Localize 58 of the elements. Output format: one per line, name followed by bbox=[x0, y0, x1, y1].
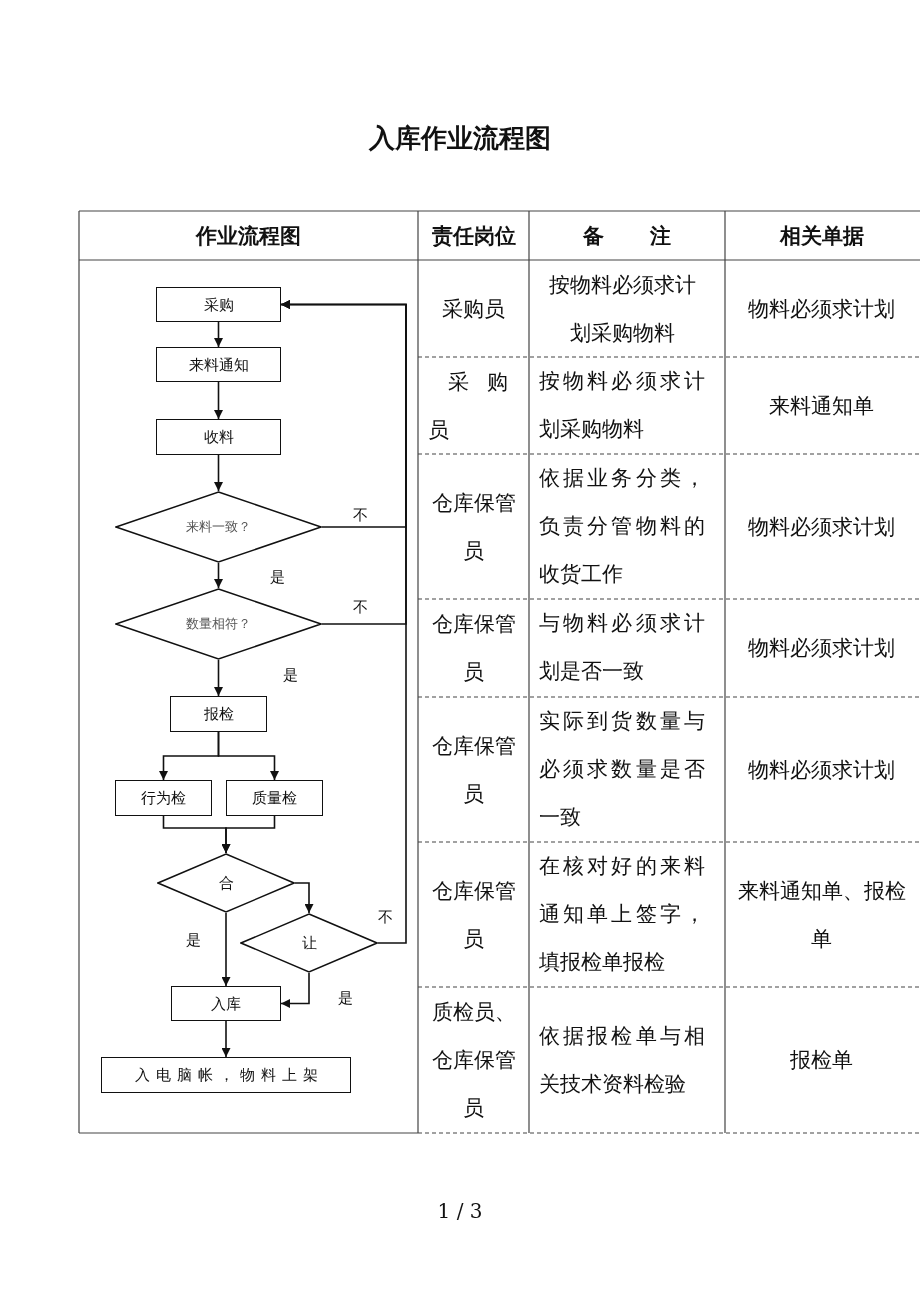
column-header: 作业流程图 bbox=[196, 221, 301, 250]
edge-label: 不 bbox=[377, 909, 393, 925]
edge-label: 是 bbox=[269, 569, 285, 585]
table-text: 物料必须求计划 bbox=[748, 513, 895, 541]
table-text: 按物料必须求计划采购物料 bbox=[547, 271, 697, 347]
process-box: 报检 bbox=[170, 696, 267, 732]
process-box: 入电脑帐，物料上架 bbox=[101, 1057, 351, 1093]
arrow bbox=[294, 882, 314, 914]
table-text: 报检单 bbox=[790, 1047, 853, 1074]
column-header: 相关单据 bbox=[779, 221, 864, 250]
table-text: 在核对好的来料通知单上签字，填报检单报检 bbox=[539, 853, 705, 976]
table-text: 依据业务分类，负责分管物料的收货工作 bbox=[539, 465, 705, 588]
arrow bbox=[221, 815, 276, 854]
table-text: 仓库保管员 bbox=[430, 489, 517, 565]
table-text: 来料通知单、报检单 bbox=[736, 877, 907, 953]
process-box: 来料通知 bbox=[156, 347, 281, 382]
arrow bbox=[280, 972, 310, 1008]
edge-label: 是 bbox=[337, 990, 353, 1006]
table-text: 实际到货数量与必须求数量是否一致 bbox=[539, 708, 705, 831]
arrow bbox=[214, 454, 223, 492]
arrow bbox=[217, 731, 279, 781]
table-text: 仓库保管员 bbox=[430, 611, 517, 686]
column-header: 备注 bbox=[582, 221, 717, 250]
edge-label: 不 bbox=[352, 507, 368, 523]
process-box: 采购 bbox=[156, 287, 281, 322]
table-text: 物料必须求计划 bbox=[748, 295, 895, 323]
decision-diamond: 合 bbox=[157, 853, 295, 913]
table-text: 按物料必须求计划采购物料 bbox=[539, 368, 705, 443]
arrow bbox=[214, 381, 223, 420]
page-number: 1 / 3 bbox=[437, 1199, 483, 1223]
arrow bbox=[214, 321, 223, 348]
decision-diamond: 数量相符？ bbox=[115, 588, 322, 660]
column-header: 责任岗位 bbox=[431, 221, 516, 250]
edge-label: 是 bbox=[185, 932, 201, 948]
process-box: 收料 bbox=[156, 419, 281, 455]
arrow bbox=[214, 562, 223, 589]
table-text: 物料必须求计划 bbox=[748, 756, 895, 784]
arrow bbox=[280, 300, 407, 944]
arrow bbox=[221, 1020, 231, 1058]
process-box: 行为检 bbox=[115, 780, 212, 816]
decision-diamond: 来料一致？ bbox=[115, 491, 322, 563]
edge-label: 不 bbox=[352, 599, 368, 615]
page-title: 入库作业流程图 bbox=[369, 123, 551, 153]
process-box: 质量检 bbox=[226, 780, 323, 816]
table-text: 采购员 bbox=[442, 295, 505, 323]
table-text: 与物料必须求计划是否一致 bbox=[539, 610, 705, 685]
edge-label: 是 bbox=[282, 667, 298, 683]
decision-diamond: 让 bbox=[240, 913, 378, 973]
table-text: 物料必须求计划 bbox=[748, 635, 895, 662]
table-text: 依据报检单与相关技术资料检验 bbox=[539, 1023, 705, 1098]
arrow bbox=[214, 659, 223, 697]
table-text: 采购员 bbox=[428, 368, 527, 444]
table-text: 仓库保管员 bbox=[430, 732, 517, 808]
arrow bbox=[221, 912, 231, 987]
table-text: 质检员、仓库保管员 bbox=[430, 999, 517, 1122]
table-text: 仓库保管员 bbox=[430, 877, 517, 953]
process-box: 入库 bbox=[171, 986, 281, 1021]
table-text: 来料通知单 bbox=[769, 392, 874, 420]
